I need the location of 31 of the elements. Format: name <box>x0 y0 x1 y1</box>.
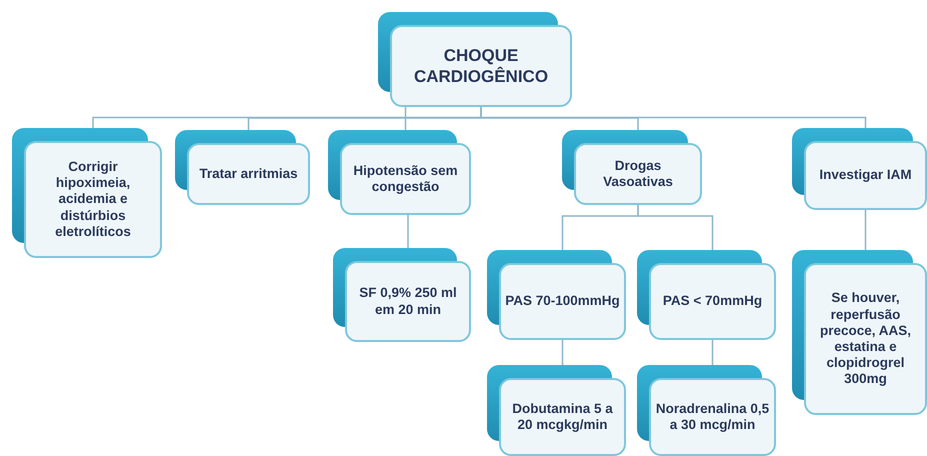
connector-line <box>407 215 409 248</box>
node-text: PAS < 70mmHg <box>662 293 762 310</box>
process-box <box>175 130 310 205</box>
connector-line <box>404 107 406 130</box>
process-box <box>487 250 626 340</box>
process-box <box>487 365 626 456</box>
process-box <box>792 250 927 415</box>
connector-line <box>637 205 714 250</box>
node-text: CHOQUE CARDIOGÊNICO <box>412 44 550 88</box>
process-box <box>328 130 471 215</box>
node-text: PAS 70-100mmHg <box>505 293 620 310</box>
node-text: Investigar IAM <box>819 167 912 184</box>
node-text: Drogas Vasoativas <box>602 158 674 190</box>
node-text: Corrigir hipoximeia, acidemia e distúrbios eletrolíticos <box>54 159 132 240</box>
node-text: Tratar arritmias <box>199 166 298 182</box>
connector-line <box>712 340 714 365</box>
connector-line <box>480 107 866 128</box>
process-box <box>378 12 572 107</box>
process-box <box>637 365 776 456</box>
node-text: Noradrenalina 0,5 a 30 mcg/min <box>655 400 770 434</box>
process-box <box>333 248 471 342</box>
process-box <box>562 130 702 205</box>
node-text: SF 0,9% 250 ml em 20 min <box>358 285 458 318</box>
node-text: Dobutamina 5 a 20 mcgkg/min <box>511 400 614 434</box>
node-text: Hipotensão sem congestão <box>352 162 459 196</box>
process-box <box>637 250 776 340</box>
process-box <box>792 128 927 210</box>
process-box <box>12 128 162 258</box>
node-text: Se houver, reperfusão precoce, AAS, estatina e clopidrogrel 300mg <box>818 290 912 388</box>
connector-line <box>864 210 866 250</box>
connector-line <box>562 340 564 365</box>
